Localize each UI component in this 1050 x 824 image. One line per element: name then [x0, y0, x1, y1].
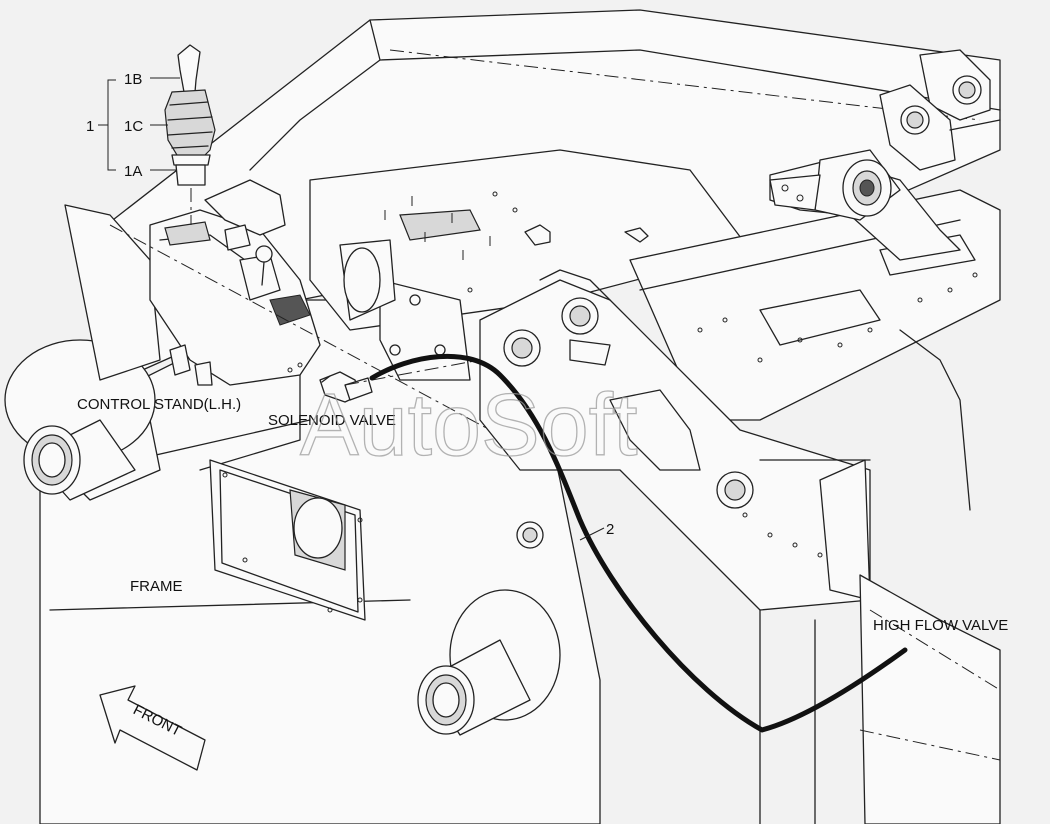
lift-arm [479, 269, 871, 611]
right-cylinder [769, 149, 901, 221]
leader-lines [109, 224, 491, 431]
right-lower-frame [759, 329, 1001, 824]
hose-line [369, 353, 908, 733]
callout-2: 2 [606, 521, 614, 538]
watermark: AutoSoft [300, 375, 638, 474]
label-frame: FRAME [130, 578, 183, 595]
callout-1: 1 [86, 118, 94, 135]
callout-1a: 1A [124, 163, 142, 180]
rear-axle [417, 589, 561, 736]
callout-1b: 1B [124, 71, 142, 88]
access-panel [209, 459, 366, 621]
joystick-assembly [164, 44, 216, 225]
control-stand [64, 179, 321, 386]
front-arrow-icon [99, 685, 206, 771]
label-control-stand: CONTROL STAND(L.H.) [77, 396, 241, 413]
label-solenoid-valve: SOLENOID VALVE [268, 412, 396, 429]
callout-1c: 1C [124, 118, 143, 135]
callout-leaders [98, 77, 605, 541]
label-high-flow-valve: HIGH FLOW VALVE [873, 617, 1008, 634]
